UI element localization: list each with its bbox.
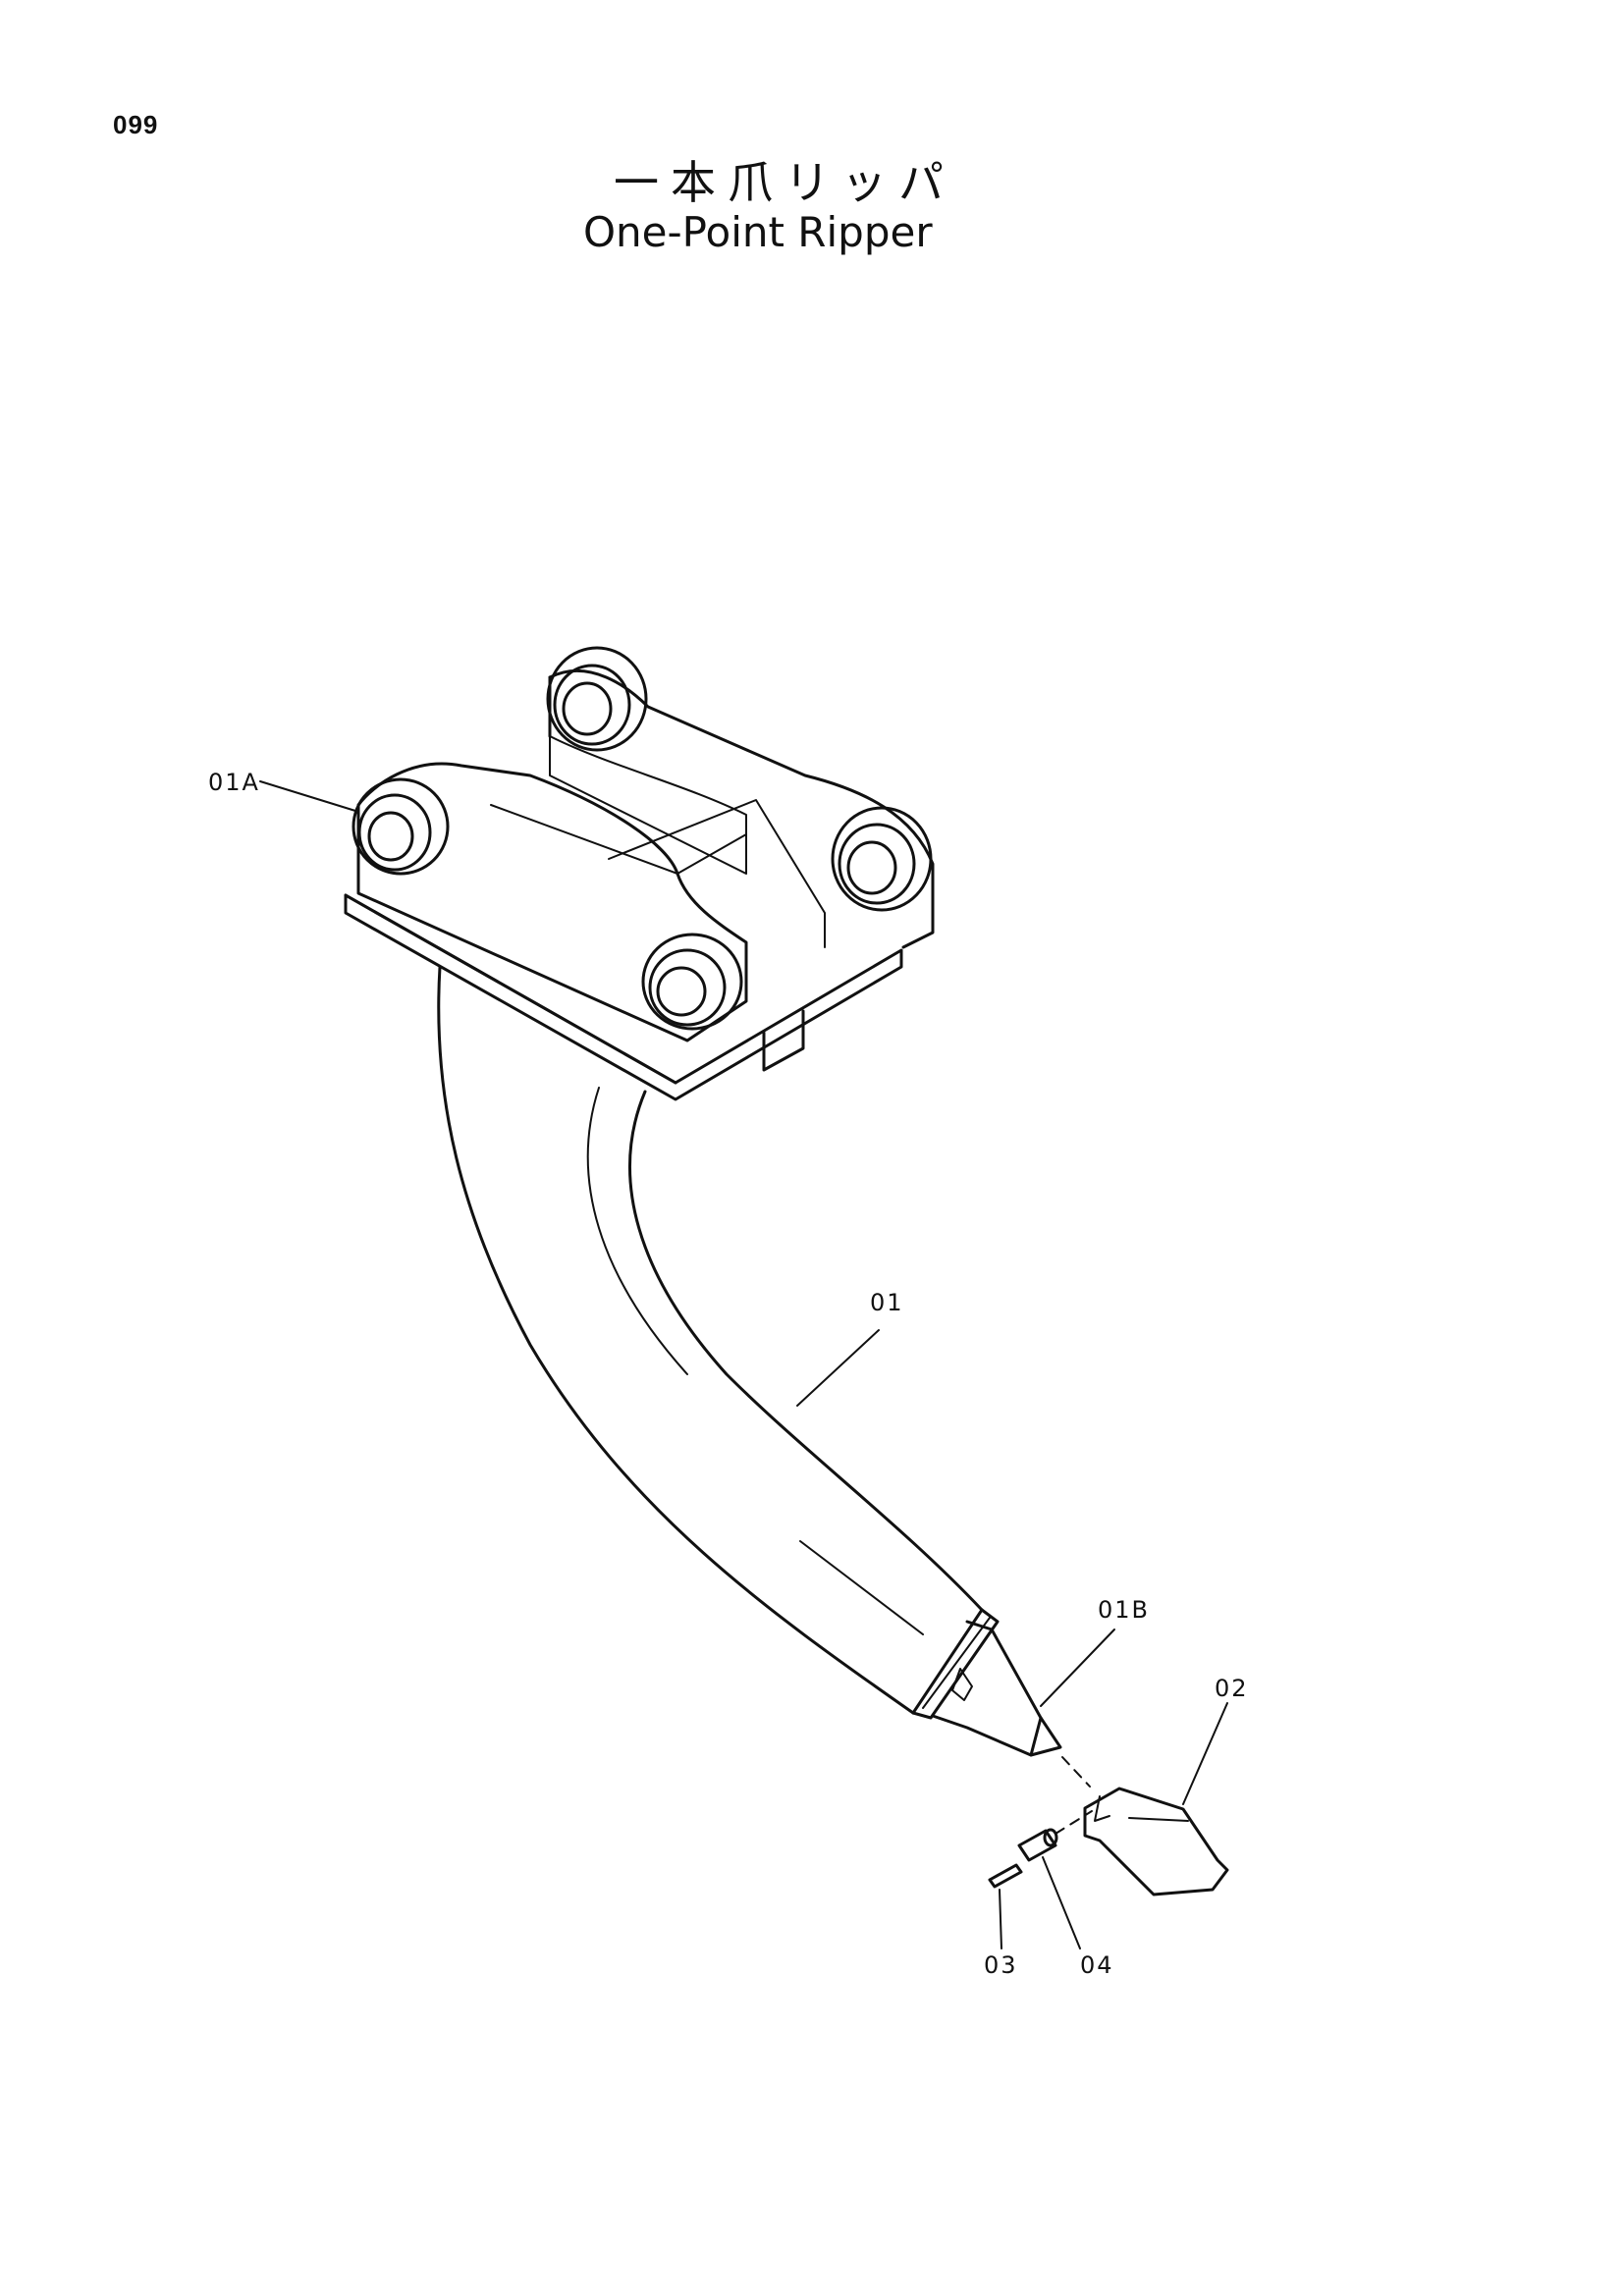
- lock-sleeve: [1017, 1828, 1058, 1862]
- retaining-pin: [988, 1863, 1023, 1889]
- pin-boss-rear-right: [831, 806, 933, 912]
- mounting-plate: [344, 893, 903, 1101]
- callout-01a: 01A: [208, 769, 260, 796]
- pin-boss-rear-left: [546, 646, 648, 752]
- callout-02: 02: [1215, 1675, 1249, 1702]
- page-number: 099: [113, 110, 159, 139]
- leader-lines: [259, 780, 1228, 1949]
- pin-boss-front-right: [641, 933, 743, 1031]
- tooth-point: [1083, 1787, 1229, 1896]
- title-english: One-Point Ripper: [583, 208, 933, 256]
- title-japanese: 一本爪リッパ: [614, 156, 955, 209]
- ripper-shank: [437, 965, 1000, 1720]
- callout-01: 01: [870, 1289, 904, 1316]
- callout-01b: 01B: [1098, 1596, 1150, 1624]
- assembly-centerline: [1055, 1756, 1093, 1835]
- pin-boss-front-left: [352, 777, 450, 876]
- callout-04: 04: [1080, 1951, 1114, 1979]
- callout-03: 03: [984, 1951, 1018, 1979]
- adapter-tip: [931, 1620, 1062, 1757]
- bracket-side-plates: [356, 668, 935, 1042]
